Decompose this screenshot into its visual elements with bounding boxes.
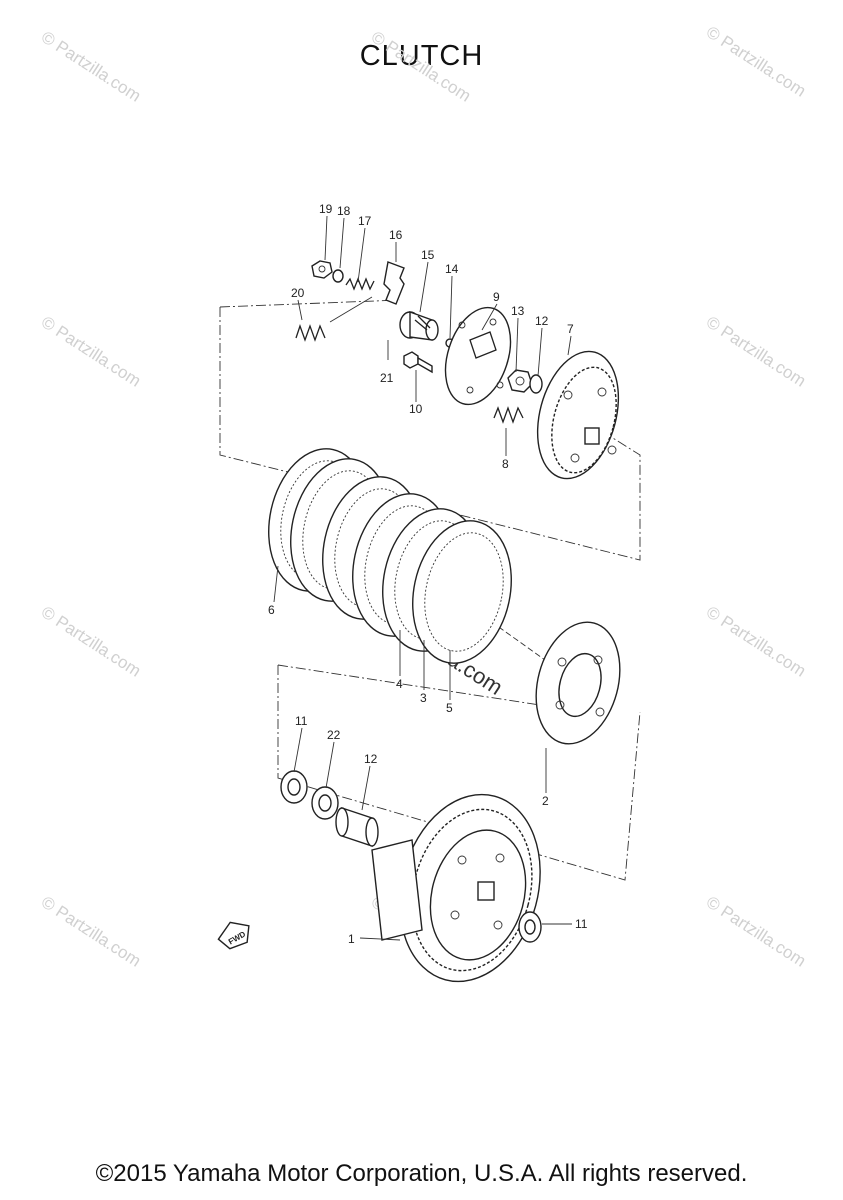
callout-21: 20 xyxy=(291,286,305,300)
callout-6: 6 xyxy=(268,603,275,617)
callout-9: 9 xyxy=(493,290,500,304)
callout-labels: 19 18 17 16 15 14 9 13 12 7 20 21 10 8 6… xyxy=(268,202,588,946)
callout-2: 2 xyxy=(542,794,549,808)
forward-direction-indicator: FWD xyxy=(217,921,250,950)
watermark-text: © Partzilla.com xyxy=(703,892,809,970)
watermark-text: © Partzilla.com xyxy=(703,22,809,100)
watermark-text: © Partzilla.com xyxy=(38,312,144,390)
copyright-footer: ©2015 Yamaha Motor Corporation, U.S.A. A… xyxy=(95,1160,748,1187)
diagram-title: CLUTCH xyxy=(359,40,484,72)
callout-8: 8 xyxy=(502,457,509,471)
callout-7: 7 xyxy=(567,322,574,336)
callout-11: 12 xyxy=(364,752,378,766)
callout-10: 10 xyxy=(409,402,423,416)
clutch-boss xyxy=(535,621,621,745)
watermark-text: © Partzilla.com xyxy=(38,602,144,680)
upper-hardware xyxy=(295,260,620,480)
callout-13: 12 xyxy=(535,314,549,328)
callout-12: 11 xyxy=(295,714,308,728)
callout-23: 22 xyxy=(327,728,341,742)
callout-17: 16 xyxy=(389,228,403,242)
watermark-text: © Partzilla.com xyxy=(368,27,474,105)
callout-16: 15 xyxy=(421,248,435,262)
callout-15: 14 xyxy=(445,262,459,276)
watermark-text: © Partzilla.com xyxy=(38,27,144,105)
callout-18: 17 xyxy=(358,214,372,228)
callout-4: 4 xyxy=(396,677,403,691)
callout-12b: 11 xyxy=(575,917,588,931)
watermark-text: © Partzilla.com xyxy=(38,892,144,970)
callout-19: 18 xyxy=(337,204,351,218)
callout-1: 1 xyxy=(348,932,355,946)
callout-5: 5 xyxy=(446,701,453,715)
watermark-text: © Partzilla.com xyxy=(703,312,809,390)
callout-leaders xyxy=(273,215,572,941)
clutch-housing xyxy=(371,793,542,983)
callout-14: 13 xyxy=(511,304,525,318)
callout-20: 19 xyxy=(319,202,333,216)
callout-3: 3 xyxy=(420,691,427,705)
callout-22: 21 xyxy=(380,371,394,385)
watermark-text: © Partzilla.com xyxy=(703,602,809,680)
clutch-plate-stack xyxy=(268,448,512,664)
lower-hardware xyxy=(280,770,379,847)
